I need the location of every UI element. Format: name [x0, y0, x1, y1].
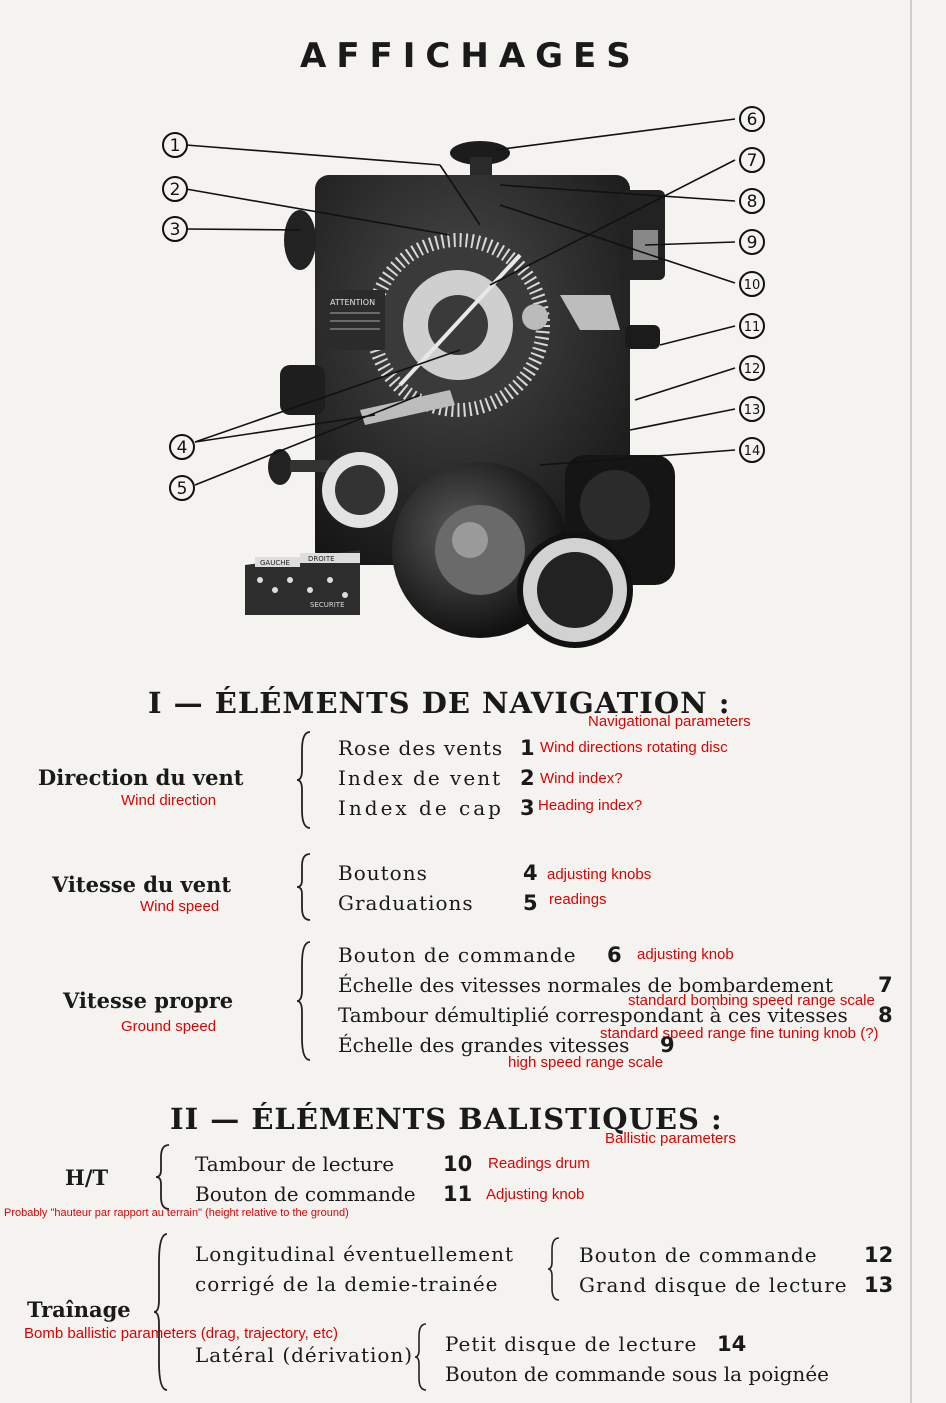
note-10: Readings drum	[488, 1155, 590, 1172]
base-label-3: SECURITE	[310, 601, 345, 609]
item-index-de-vent: Index de vent	[338, 766, 502, 790]
item-num-3: 3	[520, 796, 535, 820]
lateral-label: Latéral (dérivation)	[195, 1343, 413, 1367]
group-wind-direction-label: Direction du vent	[38, 765, 243, 790]
note-4: adjusting knobs	[547, 866, 651, 883]
item-rose-des-vents: Rose des vents	[338, 736, 503, 760]
item-num-10: 10	[443, 1152, 472, 1176]
item-boutons: Boutons	[338, 861, 428, 885]
note-1: Wind directions rotating disc	[540, 739, 728, 756]
group-trainage-translation: Bomb ballistic parameters (drag, traject…	[24, 1325, 338, 1342]
note-2: Wind index?	[540, 770, 623, 787]
callout-14: 14	[744, 444, 761, 459]
item-num-2: 2	[520, 766, 535, 790]
brace-wind-direction	[296, 730, 312, 830]
note-5: readings	[549, 891, 607, 908]
callout-7: 7	[747, 151, 758, 171]
page-edge-line	[910, 0, 912, 1403]
ballistics-heading-translation: Ballistic parameters	[605, 1130, 736, 1147]
note-8: standard speed range fine tuning knob (?…	[600, 1025, 879, 1042]
base-label-2: GAUCHE	[260, 559, 290, 567]
page-title: AFFICHAGES	[300, 36, 641, 76]
navigation-heading-translation: Navigational parameters	[588, 713, 751, 730]
item-num-7: 7	[878, 973, 893, 997]
item-grand-disque: Grand disque de lecture	[579, 1273, 848, 1297]
item-num-12: 12	[864, 1243, 893, 1267]
item-num-6: 6	[607, 943, 622, 967]
bombsight-figure: ATTENTION DROITE GAUCHE SECURITE	[150, 95, 790, 675]
item-bouton-sous-poignee: Bouton de commande sous la poignée	[445, 1362, 829, 1386]
callout-8: 8	[747, 192, 758, 212]
item-num-11: 11	[443, 1182, 472, 1206]
callout-4: 4	[177, 438, 188, 458]
callout-3: 3	[170, 220, 181, 240]
item-tambour-demultiplie: Tambour démultiplié correspondant à ces …	[338, 1003, 848, 1027]
callout-9: 9	[747, 233, 758, 253]
brace-own-speed	[296, 940, 312, 1062]
item-bouton-commande-6: Bouton de commande	[338, 943, 577, 967]
brace-ht	[155, 1143, 171, 1211]
brace-wind-speed	[296, 852, 312, 922]
brace-trainage	[153, 1232, 169, 1392]
base-label-1: DROITE	[308, 555, 335, 563]
item-index-de-cap: Index de cap	[338, 796, 504, 820]
callout-6: 6	[747, 110, 758, 130]
item-num-5: 5	[523, 891, 538, 915]
group-wind-speed-translation: Wind speed	[140, 898, 219, 915]
item-num-14: 14	[717, 1332, 746, 1356]
group-wind-direction-translation: Wind direction	[121, 792, 216, 809]
group-ht-translation: Probably "hauteur par rapport au terrain…	[4, 1207, 349, 1219]
brace-lateral	[414, 1322, 428, 1392]
callout-5: 5	[177, 479, 188, 499]
group-own-speed-translation: Ground speed	[121, 1018, 216, 1035]
group-own-speed-label: Vitesse propre	[63, 988, 233, 1013]
longitudinal-line2: corrigé de la demie-trainée	[195, 1272, 499, 1296]
item-num-8: 8	[878, 1003, 893, 1027]
callout-13: 13	[744, 403, 761, 418]
item-num-1: 1	[520, 736, 535, 760]
note-3: Heading index?	[538, 797, 642, 814]
note-11: Adjusting knob	[486, 1186, 584, 1203]
item-tambour-lecture: Tambour de lecture	[195, 1152, 394, 1176]
item-num-13: 13	[864, 1273, 893, 1297]
callout-11: 11	[744, 320, 761, 335]
attention-label: ATTENTION	[330, 298, 375, 307]
group-ht-label: H/T	[65, 1165, 108, 1190]
group-trainage-label: Traînage	[27, 1297, 131, 1322]
item-bouton-commande-11: Bouton de commande	[195, 1182, 416, 1206]
item-bouton-commande-12: Bouton de commande	[579, 1243, 818, 1267]
callout-2: 2	[170, 180, 181, 200]
note-9: high speed range scale	[508, 1054, 663, 1071]
brace-longitudinal	[547, 1236, 561, 1302]
note-6: adjusting knob	[637, 946, 734, 963]
item-num-4: 4	[523, 861, 538, 885]
group-wind-speed-label: Vitesse du vent	[52, 872, 231, 897]
item-graduations: Graduations	[338, 891, 474, 915]
callout-12: 12	[744, 362, 761, 377]
callout-10: 10	[744, 278, 761, 293]
left-knob	[284, 210, 316, 270]
callout-1: 1	[170, 136, 181, 156]
item-petit-disque: Petit disque de lecture	[445, 1332, 697, 1356]
longitudinal-line1: Longitudinal éventuellement	[195, 1242, 514, 1266]
